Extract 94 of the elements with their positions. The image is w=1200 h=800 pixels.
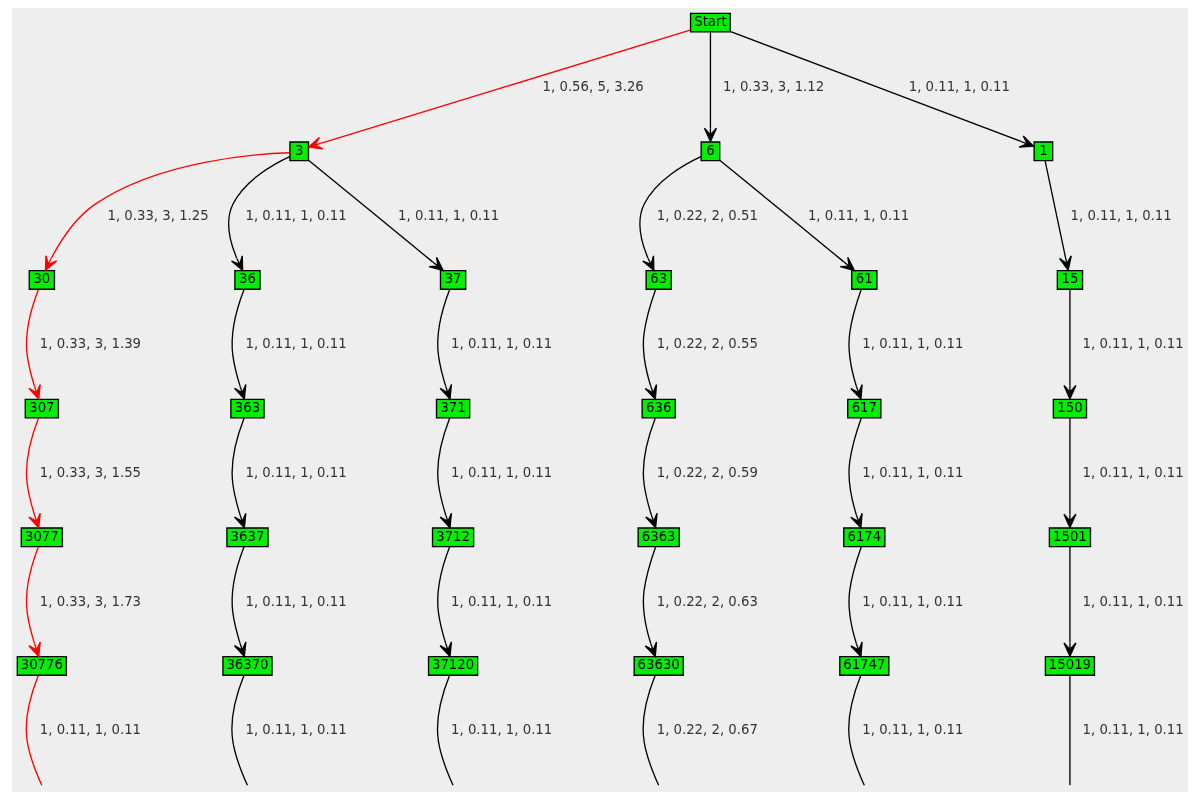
edge-label: 1, 0.22, 2, 0.59 xyxy=(656,464,758,480)
node-box: 1501 xyxy=(1048,527,1092,548)
edge-label: 1, 0.11, 1, 0.11 xyxy=(1082,722,1184,738)
arrow xyxy=(1044,160,1072,271)
node-box: 37120 xyxy=(427,656,479,676)
edge-label: 1, 0.11, 1, 0.11 xyxy=(39,722,141,738)
node-box: 36 xyxy=(234,270,261,290)
arrow xyxy=(703,31,718,143)
node-box: 6363 xyxy=(637,527,680,548)
edge-label: 1, 0.11, 1, 0.11 xyxy=(1082,464,1184,480)
node-box: 37 xyxy=(439,270,467,290)
arrow xyxy=(1063,417,1077,529)
node-box: 61 xyxy=(851,270,878,290)
node-box: 3712 xyxy=(431,527,475,548)
node-box: 15 xyxy=(1056,270,1084,290)
arrow xyxy=(730,30,1035,148)
edge-label: 1, 0.11, 1, 0.11 xyxy=(1082,593,1184,609)
connector xyxy=(436,674,454,786)
arrow xyxy=(437,288,453,400)
node-box: 15019 xyxy=(1044,656,1096,676)
node-box: 30776 xyxy=(16,656,68,676)
edge-label: 1, 0.11, 1, 0.11 xyxy=(862,593,964,609)
edge-label: 1, 0.11, 1, 0.11 xyxy=(451,336,553,352)
arrow xyxy=(308,159,444,272)
node-box: 150 xyxy=(1052,398,1088,419)
edge-label: 1, 0.11, 1, 0.11 xyxy=(862,464,964,480)
node-box: 636 xyxy=(641,398,676,419)
connector xyxy=(231,674,249,786)
edge-label: 1, 0.56, 5, 3.26 xyxy=(542,78,644,94)
edge-label: 1, 0.22, 2, 0.51 xyxy=(656,207,758,223)
arrow xyxy=(642,288,658,400)
arrow xyxy=(25,546,41,658)
node-box: 63 xyxy=(645,270,672,290)
connector xyxy=(848,674,865,786)
node-box: 3077 xyxy=(20,527,64,548)
edge-label: 1, 0.11, 1, 0.11 xyxy=(1082,336,1184,352)
node-box: 30 xyxy=(28,270,56,290)
arrow xyxy=(1063,288,1077,400)
node-box: 617 xyxy=(847,398,882,419)
node-box: 307 xyxy=(24,398,60,419)
node-box: 6 xyxy=(700,141,721,162)
arrow xyxy=(307,29,691,150)
arrow xyxy=(719,159,855,272)
edge-label: 1, 0.33, 3, 1.39 xyxy=(39,336,141,352)
edge-label: 1, 0.11, 1, 0.11 xyxy=(245,336,347,352)
edge-label: 1, 0.11, 1, 0.11 xyxy=(451,722,553,738)
arrow xyxy=(231,288,247,400)
arrow xyxy=(639,155,702,272)
edge-label: 1, 0.11, 1, 0.11 xyxy=(398,207,500,223)
edge-label: 1, 0.11, 1, 0.11 xyxy=(862,722,964,738)
edge-label: 1, 0.11, 1, 0.11 xyxy=(451,593,553,609)
node-box: 3637 xyxy=(226,527,269,548)
arrow xyxy=(231,546,247,658)
arrow xyxy=(231,417,247,529)
edge-label: 1, 0.11, 1, 0.11 xyxy=(245,464,347,480)
connector xyxy=(642,674,660,786)
node-box: 36370 xyxy=(222,656,273,676)
edge-label: 1, 0.11, 1, 0.11 xyxy=(245,593,347,609)
arrow xyxy=(1063,546,1077,657)
node-box: 63630 xyxy=(633,656,684,676)
arrow xyxy=(437,546,453,658)
edge-label: 1, 0.11, 1, 0.11 xyxy=(862,336,964,352)
edge-label: 1, 0.11, 1, 0.11 xyxy=(245,207,347,223)
arrow xyxy=(848,546,863,658)
node-box: 1 xyxy=(1033,141,1054,162)
node-box: 61747 xyxy=(839,656,890,676)
edge-label: 1, 0.33, 3, 1.73 xyxy=(39,593,141,609)
node-box: Start xyxy=(689,12,731,33)
arrow xyxy=(25,417,41,529)
node-box: 6174 xyxy=(843,527,886,548)
node-box: 371 xyxy=(435,398,471,419)
edge-label: 1, 0.11, 1, 0.11 xyxy=(807,207,910,223)
arrow xyxy=(848,288,863,400)
edge-label: 1, 0.22, 2, 0.55 xyxy=(656,336,758,352)
edge-label: 1, 0.33, 3, 1.55 xyxy=(39,464,141,480)
arrow xyxy=(848,417,863,529)
arrow xyxy=(44,152,291,271)
arrow xyxy=(642,546,658,658)
arrow xyxy=(228,155,291,272)
edge-label: 1, 0.33, 3, 1.12 xyxy=(723,78,825,94)
edge-label: 1, 0.22, 2, 0.67 xyxy=(656,722,758,738)
node-box: 3 xyxy=(289,141,310,162)
arrow xyxy=(642,417,658,529)
node-box: 363 xyxy=(230,398,265,419)
connector xyxy=(25,674,43,786)
edge-label: 1, 0.11, 1, 0.11 xyxy=(1070,207,1172,223)
connector xyxy=(1069,674,1071,786)
edge-label: 1, 0.11, 1, 0.11 xyxy=(451,464,553,480)
arrow xyxy=(25,288,41,400)
edge-label: 1, 0.22, 2, 0.63 xyxy=(656,593,758,609)
edge-label: 1, 0.11, 1, 0.11 xyxy=(908,78,1010,94)
arrow xyxy=(437,417,453,529)
edge-label: 1, 0.33, 3, 1.25 xyxy=(107,207,209,223)
edge-label: 1, 0.11, 1, 0.11 xyxy=(245,722,347,738)
